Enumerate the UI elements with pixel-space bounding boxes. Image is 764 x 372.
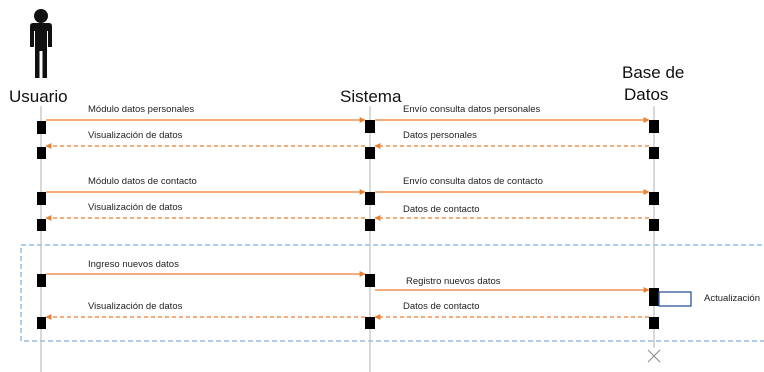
activation-box <box>365 147 375 159</box>
activation-box <box>365 192 375 205</box>
participant-label-sistema: Sistema <box>340 87 402 106</box>
activation-box <box>37 219 46 231</box>
message-label: Datos personales <box>403 130 477 141</box>
activation-box <box>37 121 46 134</box>
activation-box <box>649 192 659 205</box>
self-call-label: Actualización <box>704 293 760 304</box>
combined-fragment <box>20 244 764 342</box>
message-label: Ingreso nuevos datos <box>88 259 179 270</box>
participant-label-bd-line2: Datos <box>624 85 668 104</box>
participant-label-bd-line1: Base de <box>622 63 684 82</box>
message-label: Módulo datos de contacto <box>88 176 197 187</box>
activation-box <box>37 147 46 159</box>
activation-box <box>365 274 375 287</box>
activation-box <box>365 120 375 133</box>
message-label: Envío consulta datos personales <box>403 104 541 115</box>
message-label: Visualización de datos <box>88 130 183 141</box>
activation-box <box>649 147 659 159</box>
person-icon <box>30 9 52 78</box>
message-label: Visualización de datos <box>88 301 183 312</box>
activations-group <box>37 120 659 329</box>
message-label: Envío consulta datos de contacto <box>403 176 543 187</box>
message-label: Datos de contacto <box>403 204 480 215</box>
activation-box <box>649 317 659 329</box>
message-label: Módulo datos personales <box>88 104 194 115</box>
messages-group: Módulo datos personales Envío consulta d… <box>45 104 650 320</box>
activation-box <box>37 274 46 287</box>
message-label: Registro nuevos datos <box>406 276 501 287</box>
message-label: Visualización de datos <box>88 202 183 213</box>
activation-box <box>649 120 659 133</box>
destroy-marker-icon <box>647 349 661 363</box>
activation-box <box>37 192 46 205</box>
activation-box <box>365 317 375 329</box>
activation-box <box>649 288 659 306</box>
activation-box <box>365 219 375 231</box>
self-call-box <box>658 291 692 307</box>
activation-box <box>649 219 659 231</box>
activation-box <box>37 317 46 329</box>
message-label: Datos de contacto <box>403 301 480 312</box>
participant-label-usuario: Usuario <box>9 87 68 106</box>
